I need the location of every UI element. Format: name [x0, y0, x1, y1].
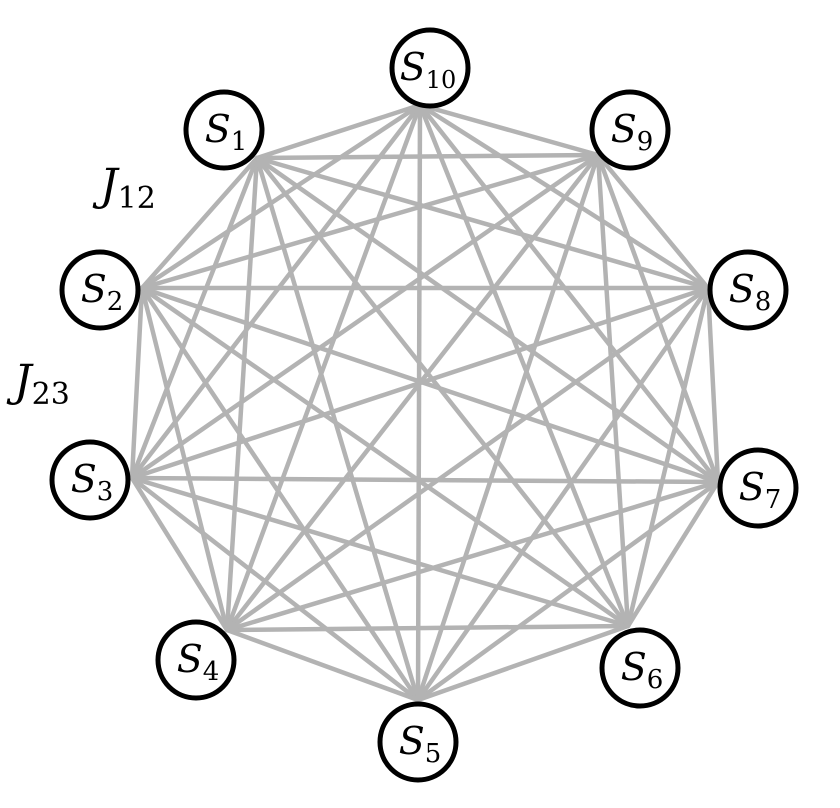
- node-s2: S2: [59, 249, 141, 331]
- node-label: S3: [71, 457, 114, 507]
- edge-s3-s6: [129, 475, 631, 629]
- edge-s1-s10: [254, 102, 423, 161]
- edge-s4-s9: [224, 152, 601, 633]
- node-circle: [49, 439, 131, 521]
- edge-s1-s4: [224, 155, 260, 633]
- edge-s8-s10: [417, 102, 711, 291]
- edge-s1-s3: [129, 155, 260, 481]
- node-circle: [155, 619, 237, 701]
- edge-s3-s5: [129, 475, 421, 703]
- edge-s1-s7: [254, 155, 721, 485]
- edge-s5-s8: [415, 285, 711, 703]
- edge-s7-s9: [595, 152, 721, 485]
- node-label: S6: [621, 645, 664, 695]
- node-circle: [183, 89, 265, 171]
- node-s3: S3: [49, 439, 131, 521]
- node-circle: [717, 447, 799, 529]
- edge-s3-s10: [129, 102, 423, 481]
- edge-s5-s9: [415, 152, 601, 703]
- edge-s3-s7: [129, 475, 721, 485]
- node-label: S1: [205, 107, 248, 157]
- coupling-label-j23: J23: [6, 356, 70, 412]
- edge-s4-s5: [224, 627, 421, 703]
- edge-s5-s7: [415, 479, 721, 703]
- node-s6: S6: [599, 627, 681, 709]
- node-circle: [377, 701, 459, 783]
- node-s9: S9: [589, 89, 671, 171]
- edge-s7-s10: [417, 102, 721, 485]
- edge-s4-s6: [224, 623, 631, 633]
- node-label: S9: [611, 107, 654, 157]
- node-circle: [599, 627, 681, 709]
- edge-s2-s7: [139, 285, 721, 485]
- edge-s1-s9: [254, 152, 601, 161]
- coupling-label-j12: J12: [92, 160, 156, 216]
- edge-s5-s10: [415, 102, 423, 703]
- edge-s6-s8: [625, 285, 711, 629]
- node-label: S10: [400, 45, 457, 94]
- edge-s4-s7: [224, 479, 721, 633]
- edge-s4-s10: [224, 102, 423, 633]
- edge-s9-s10: [417, 102, 601, 158]
- node-s4: S4: [155, 619, 237, 701]
- node-label: S8: [729, 267, 772, 317]
- edge-s3-s4: [129, 475, 230, 633]
- node-circle: [589, 89, 671, 171]
- node-s8: S8: [707, 249, 789, 331]
- edge-s2-s6: [139, 285, 631, 629]
- node-label: S7: [739, 465, 782, 515]
- edge-s2-s9: [139, 152, 601, 291]
- edge-s6-s7: [625, 479, 721, 629]
- node-circle: [59, 249, 141, 331]
- edge-s2-s10: [139, 102, 423, 291]
- edge-s5-s6: [415, 623, 631, 703]
- node-circle: [389, 27, 471, 109]
- edge-s6-s10: [417, 102, 631, 629]
- edge-s6-s9: [595, 152, 631, 629]
- edge-s8-s9: [595, 152, 711, 291]
- node-s5: S5: [377, 701, 459, 783]
- edge-s2-s5: [139, 285, 421, 703]
- node-label: S4: [177, 637, 220, 687]
- edge-s7-s8: [705, 285, 721, 485]
- node-s1: S1: [183, 89, 265, 171]
- node-label: S5: [399, 719, 442, 769]
- edge-s1-s2: [139, 155, 260, 291]
- node-label: S2: [81, 267, 124, 317]
- edge-s1-s8: [254, 155, 711, 291]
- edge-s2-s3: [129, 285, 145, 481]
- node-s10: S10: [389, 27, 471, 109]
- edge-s3-s9: [129, 152, 601, 481]
- edge-s4-s8: [224, 285, 711, 633]
- node-s7: S7: [717, 447, 799, 529]
- node-circle: [707, 249, 789, 331]
- edge-layer: [129, 102, 721, 703]
